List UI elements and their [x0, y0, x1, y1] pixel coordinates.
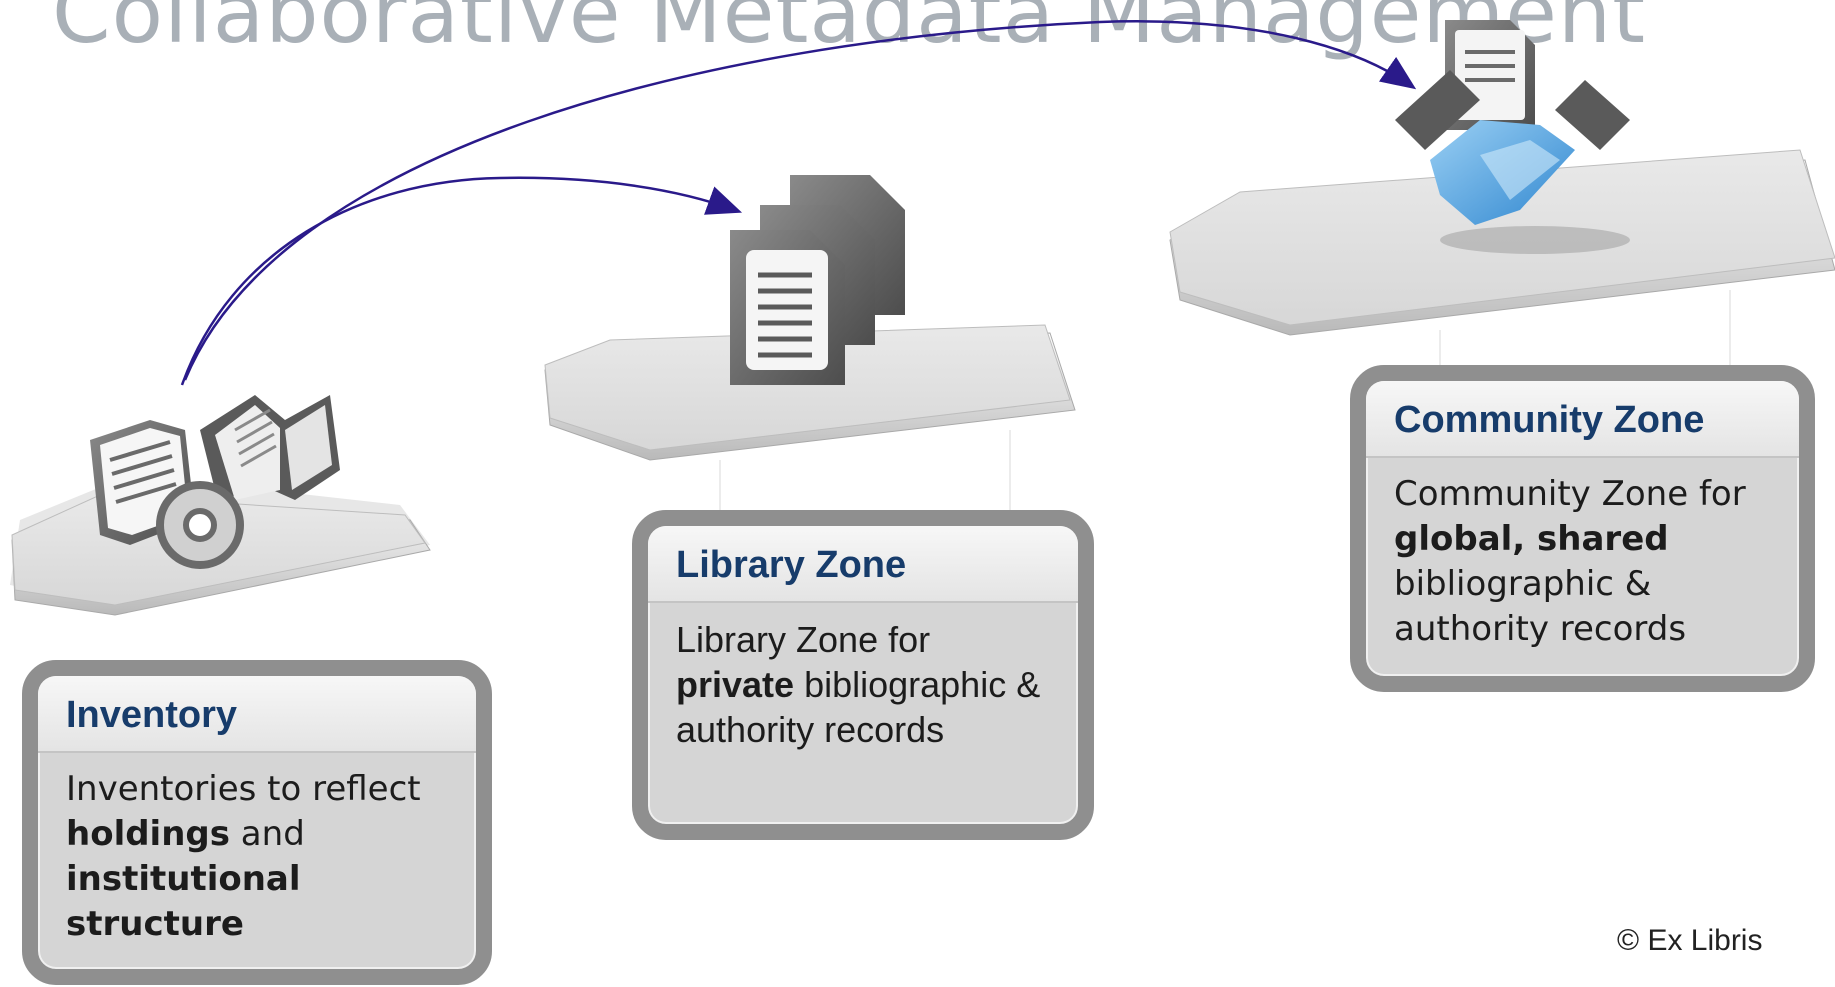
arrow-to-library	[180, 176, 743, 386]
library-platform	[544, 324, 1076, 520]
copyright-notice: © Ex Libris	[1617, 924, 1763, 957]
inventory-description: Inventories to reflect holdings and inst…	[66, 769, 421, 944]
stacked-documents-icon	[730, 175, 905, 385]
community-zone-card: Community Zone Community Zone for global…	[1350, 365, 1815, 692]
inventory-card: Inventory Inventories to reflect holding…	[22, 660, 492, 985]
library-zone-heading: Library Zone	[648, 526, 1078, 603]
inventory-heading: Inventory	[38, 676, 476, 753]
document-book-cd-icon	[90, 395, 340, 569]
community-zone-description: Community Zone for global, shared biblio…	[1394, 474, 1746, 649]
page-title: Collaborative Metadata Management	[52, 0, 1647, 62]
community-zone-heading: Community Zone	[1366, 381, 1799, 458]
arrow-to-community	[183, 20, 1417, 381]
library-zone-card: Library Zone Library Zone for private bi…	[632, 510, 1094, 840]
handshake-document-icon	[1395, 20, 1630, 254]
library-zone-description: Library Zone for private bibliographic &…	[676, 619, 1041, 750]
